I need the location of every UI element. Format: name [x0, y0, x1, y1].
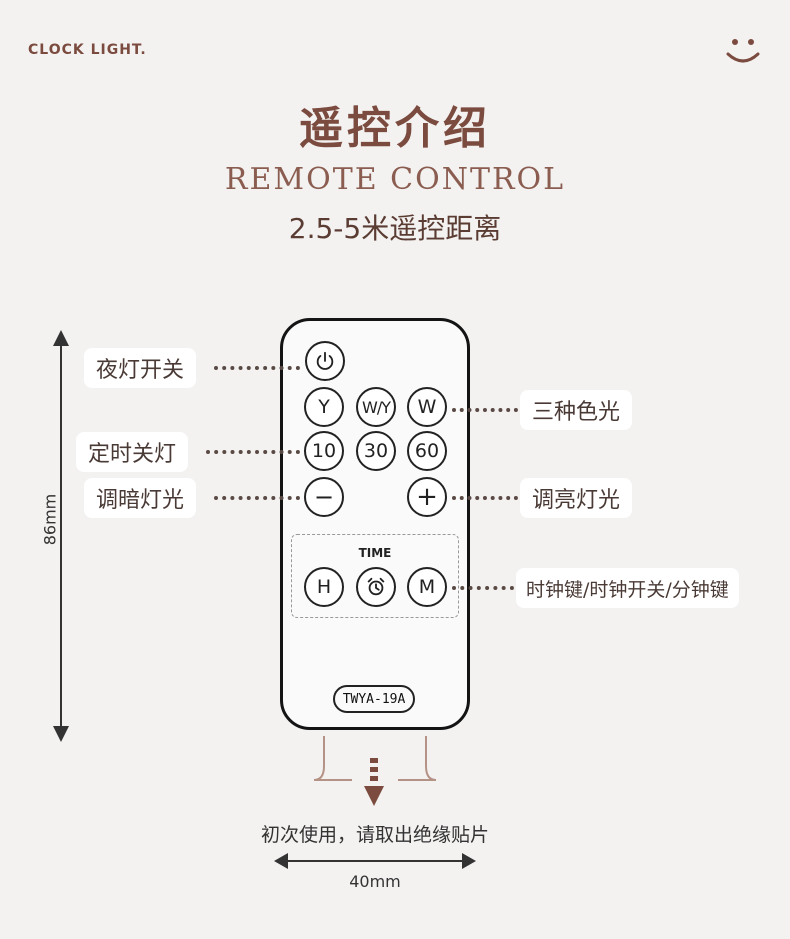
dotted-leader: [214, 366, 300, 370]
dotted-leader: [452, 586, 514, 590]
dotted-leader: [452, 408, 518, 412]
subtitle-english: REMOTE CONTROL: [224, 162, 566, 197]
warm-white-button[interactable]: W/Y: [356, 387, 396, 427]
dimension-arrow-down-icon: [53, 726, 69, 742]
minute-button[interactable]: M: [407, 567, 447, 607]
width-dimension-label: 40mm: [349, 872, 401, 891]
page-title: 遥控介绍: [299, 103, 491, 154]
label-timer-off: 定时关灯: [76, 432, 189, 472]
label-dim-light: 调暗灯光: [84, 478, 197, 518]
height-dimension-line: [60, 332, 62, 740]
time-group-label: TIME: [358, 546, 392, 560]
label-three-colors: 三种色光: [520, 390, 633, 430]
width-dimension-line: [282, 860, 468, 862]
label-clock-keys: 时钟键/时钟开关/分钟键: [516, 568, 739, 608]
yellow-light-button[interactable]: Y: [304, 387, 344, 427]
timer-30-button[interactable]: 30: [356, 431, 396, 471]
power-icon: [316, 351, 334, 370]
instruction-text: 初次使用，请取出绝缘贴片: [260, 824, 489, 846]
time-group-box: [291, 534, 459, 618]
dimension-arrow-left-icon: [274, 853, 288, 869]
clock-toggle-button[interactable]: [356, 567, 396, 607]
dotted-leader: [452, 496, 518, 500]
brighten-button[interactable]: +: [407, 477, 447, 517]
subtitle-range: 2.5-5米遥控距离: [288, 212, 502, 245]
timer-60-button[interactable]: 60: [407, 431, 447, 471]
pull-down-arrow-icon: [364, 758, 384, 806]
remote-body: [280, 318, 470, 730]
dotted-leader: [214, 496, 300, 500]
smiley-icon: [726, 39, 760, 63]
dimension-arrow-right-icon: [462, 853, 476, 869]
power-button[interactable]: [305, 341, 345, 381]
timer-10-button[interactable]: 10: [304, 431, 344, 471]
label-night-light: 夜灯开关: [84, 348, 197, 388]
brand-logo-text: CLOCK LIGHT.: [28, 42, 147, 58]
insulation-tab-icon: [313, 736, 437, 781]
model-number-badge: TWYA-19A: [333, 685, 415, 713]
height-dimension-label: 86mm: [40, 493, 60, 546]
dotted-leader: [206, 450, 300, 454]
alarm-clock-icon: [367, 577, 385, 596]
label-brighten-light: 调亮灯光: [520, 478, 633, 518]
dim-button[interactable]: −: [304, 477, 344, 517]
hour-button[interactable]: H: [304, 567, 344, 607]
white-light-button[interactable]: W: [407, 387, 447, 427]
